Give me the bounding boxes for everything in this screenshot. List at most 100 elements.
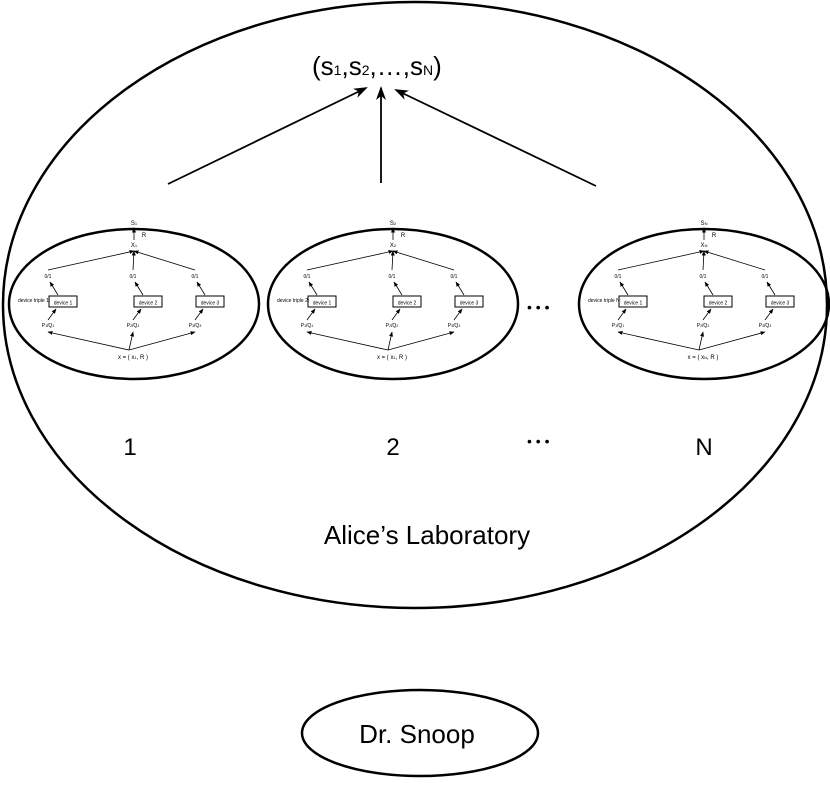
alice-laboratory-boundary (1, 0, 829, 610)
device-label-3: device 3 (460, 301, 479, 307)
arrow-input-to-device (132, 308, 142, 321)
arrow-input-to-device (617, 308, 627, 321)
arrow-input-to-device (391, 308, 401, 321)
arrow-device-to-output (766, 281, 776, 296)
device-box-1 (48, 295, 78, 308)
arrow-output-to-x (392, 250, 455, 271)
device-triple-1: S1R X1 0/1 device 1 P1/Q1 0/1 device 2 P2/Q2 0/1… (7, 221, 261, 381)
arrow-x-eq-to-input (617, 331, 700, 351)
device-box-3 (454, 295, 484, 308)
device-label-1: device 1 (54, 301, 73, 307)
device-triple-label: device triple 2: (277, 298, 309, 304)
arrow-input-to-device (453, 308, 463, 321)
triple-output-s: S1 (131, 221, 138, 227)
device-box-2 (392, 295, 422, 308)
dr-snoop-label: Dr. Snoop (359, 719, 475, 749)
arrow-x-eq-to-input (698, 331, 766, 351)
arrow-x-eq-to-input (128, 331, 134, 351)
device-label-1: device 1 (624, 301, 643, 307)
output-bit-1: 0/1 (45, 274, 52, 280)
arrow-device-to-output (704, 281, 714, 296)
arrow-from-triple-1 (167, 87, 368, 185)
arrow-device-to-output (393, 281, 403, 296)
output-bit-2: 0/1 (700, 274, 707, 280)
measurement-pair-2: P2/Q2 (386, 323, 399, 329)
device-label-3: device 3 (201, 301, 220, 307)
device-triple-label: device triple 1: (18, 298, 50, 304)
arrow-from-triple-n (394, 89, 597, 187)
measurement-pair-1: P1/Q1 (612, 323, 625, 329)
r-label: R (712, 233, 717, 239)
output-bit-1: 0/1 (304, 274, 311, 280)
measurement-pair-3: P3/Q3 (189, 323, 202, 329)
device-box-2 (133, 295, 163, 308)
measurement-pair-3: P3/Q3 (448, 323, 461, 329)
triple-x: X1 (131, 243, 138, 249)
measurement-pair-3: P3/Q3 (759, 323, 772, 329)
lab-number-ellipsis: • • • (527, 433, 550, 449)
device-label-2: device 2 (709, 301, 728, 307)
triple-input-x: x = ( x1, R ) (118, 355, 148, 361)
output-tuple: (s1,s2,…,sN) (312, 51, 442, 81)
device-label-2: device 2 (139, 301, 158, 307)
arrow-device-to-output (196, 281, 206, 296)
lab-number-2: 2 (386, 434, 399, 461)
lab-number-n: N (695, 434, 712, 461)
arrow-output-to-x (306, 250, 394, 271)
triples-ellipsis: • • • (527, 299, 550, 315)
output-bit-1: 0/1 (615, 274, 622, 280)
arrow-device-to-output (308, 281, 318, 296)
device-triples: S1R X1 0/1 device 1 P1/Q1 0/1 device 2 P2/Q2 0/1… (7, 221, 830, 381)
arrow-x-eq-to-input (306, 331, 389, 351)
arrow-output-to-x (701, 250, 706, 271)
arrow-input-to-device (47, 308, 57, 321)
arrow-device-to-output (49, 281, 59, 296)
arrow-output-to-x (47, 250, 135, 271)
triple-x: X2 (390, 243, 397, 249)
device-box-3 (195, 295, 225, 308)
laboratory-label: Alice’s Laboratory (324, 520, 530, 550)
measurement-pair-1: P1/Q1 (301, 323, 314, 329)
r-label: R (142, 233, 147, 239)
output-bit-3: 0/1 (192, 274, 199, 280)
arrow-x-eq-to-input (128, 331, 196, 351)
triple-output-s: S2 (390, 221, 397, 227)
device-label-3: device 3 (771, 301, 790, 307)
triple-input-x: x = ( xN, R ) (688, 355, 719, 361)
arrow-x-eq-to-input (47, 331, 130, 351)
measurement-pair-2: P2/Q2 (127, 323, 140, 329)
output-bit-3: 0/1 (762, 274, 769, 280)
device-triple-2: S2R X2 0/1 device 1 P1/Q1 0/1 device 2 P2/Q2 0/1… (266, 221, 520, 381)
arrow-input-to-device (764, 308, 774, 321)
arrow-input-to-device (306, 308, 316, 321)
triple-x: XN (701, 243, 708, 249)
lab-number-1: 1 (123, 434, 136, 461)
device-label-1: device 1 (313, 301, 332, 307)
output-bit-3: 0/1 (451, 274, 458, 280)
device-box-1 (618, 295, 648, 308)
triple-output-s: SN (701, 221, 708, 227)
arrow-x-eq-to-input (387, 331, 455, 351)
arrow-output-to-x (133, 250, 196, 271)
arrow-device-to-output (619, 281, 629, 296)
dr-snoop-boundary (300, 688, 540, 778)
r-label: R (401, 233, 406, 239)
arrow-output-to-x (703, 250, 766, 271)
arrow-device-to-output (134, 281, 144, 296)
device-box-1 (307, 295, 337, 308)
device-label-2: device 2 (398, 301, 417, 307)
triple-input-x: x = ( x1, R ) (377, 355, 407, 361)
device-box-2 (703, 295, 733, 308)
device-triple-label: device triple N: (588, 298, 621, 304)
arrow-output-to-x (390, 250, 395, 271)
arrow-x-eq-to-input (387, 331, 393, 351)
measurement-pair-1: P1/Q1 (42, 323, 55, 329)
output-bit-2: 0/1 (130, 274, 137, 280)
output-bit-2: 0/1 (389, 274, 396, 280)
arrow-x-eq-to-input (698, 331, 704, 351)
arrow-input-to-device (194, 308, 204, 321)
device-box-3 (765, 295, 795, 308)
